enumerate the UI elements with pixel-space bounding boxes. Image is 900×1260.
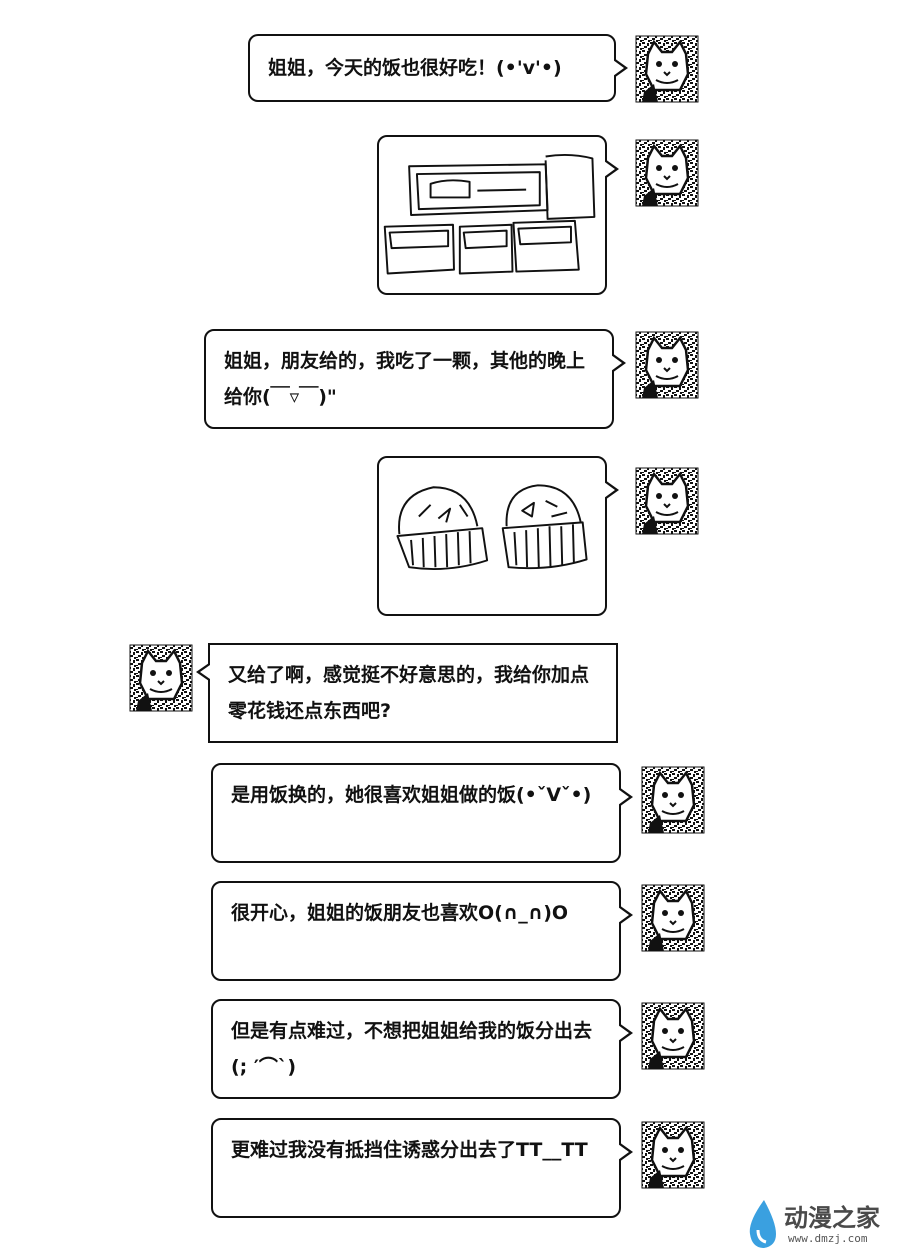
watermark-name: 动漫之家 xyxy=(784,1204,880,1232)
watermark-logo: 动漫之家 www.dmzj.com xyxy=(742,1196,892,1252)
chat-bubble-6: 但是有点难过，不想把姐姐给我的饭分出去(; ′⌒`) xyxy=(211,999,633,1099)
watermark-url: www.dmzj.com xyxy=(788,1232,868,1245)
water-drop-icon xyxy=(749,1200,776,1248)
image-bubble-pastries[interactable] xyxy=(377,456,619,616)
sister-avatar-icon[interactable] xyxy=(128,643,194,713)
cat-avatar-icon[interactable] xyxy=(640,883,706,953)
message-text: 姐姐，朋友给的，我吃了一颗，其他的晚上给你(￣▿￣)" xyxy=(224,350,586,408)
cat-avatar-icon[interactable] xyxy=(634,330,700,400)
chat-bubble-5: 很开心，姐姐的饭朋友也喜欢O(∩_∩)O xyxy=(211,881,633,981)
message-text: 更难过我没有抵挡住诱惑分出去了TT__TT xyxy=(231,1139,588,1161)
chat-bubble-4: 是用饭换的，她很喜欢姐姐做的饭(•ˇVˇ•) xyxy=(211,763,633,863)
cat-avatar-icon[interactable] xyxy=(640,1120,706,1190)
message-text: 但是有点难过，不想把姐姐给我的饭分出去(; ′⌒`) xyxy=(231,1020,593,1078)
message-text: 是用饭换的，她很喜欢姐姐做的饭(•ˇVˇ•) xyxy=(231,784,592,806)
cat-avatar-icon[interactable] xyxy=(634,138,700,208)
chat-bubble-2: 姐姐，朋友给的，我吃了一颗，其他的晚上给你(￣▿￣)" xyxy=(204,329,626,429)
cat-avatar-icon[interactable] xyxy=(640,765,706,835)
lunchbox-drawing xyxy=(383,153,596,275)
pastries-drawing xyxy=(396,484,588,571)
image-bubble-lunchboxes[interactable] xyxy=(377,135,619,295)
cat-avatar-icon[interactable] xyxy=(640,1001,706,1071)
chat-bubble-7: 更难过我没有抵挡住诱惑分出去了TT__TT xyxy=(211,1118,633,1218)
message-text: 又给了啊，感觉挺不好意思的，我给你加点零花钱还点东西吧? xyxy=(228,664,590,722)
message-text: 姐姐，今天的饭也很好吃！(•'v'•) xyxy=(268,57,562,79)
message-text: 很开心，姐姐的饭朋友也喜欢O(∩_∩)O xyxy=(231,902,569,924)
chat-bubble-3: 又给了啊，感觉挺不好意思的，我给你加点零花钱还点东西吧? xyxy=(196,643,618,743)
chat-bubble-1: 姐姐，今天的饭也很好吃！(•'v'•) xyxy=(248,34,628,102)
cat-avatar-icon[interactable] xyxy=(634,466,700,536)
cat-avatar-icon[interactable] xyxy=(634,34,700,104)
